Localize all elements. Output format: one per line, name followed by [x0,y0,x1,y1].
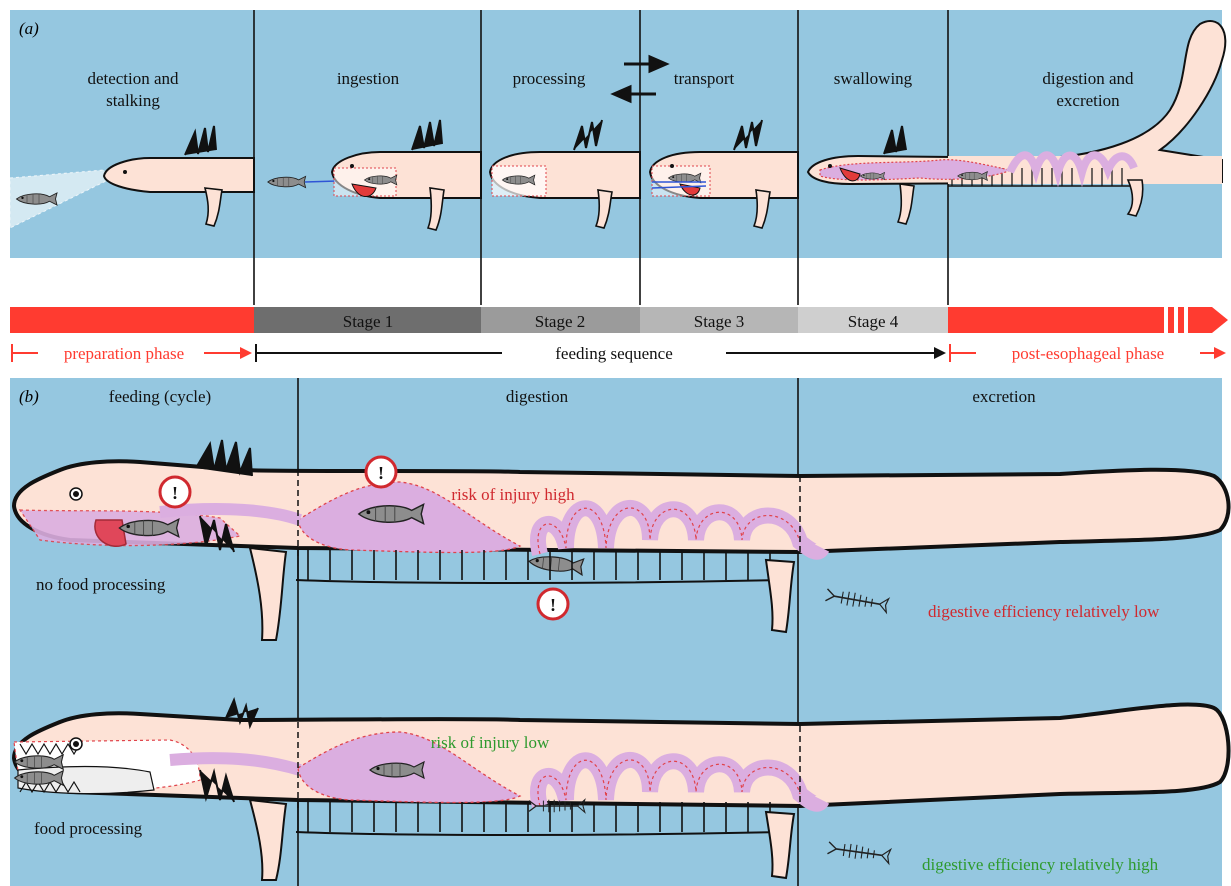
stage-title-digestion-2: excretion [1056,91,1120,110]
stage-title-swallowing: swallowing [834,69,913,88]
preparation-phase-label: preparation phase [64,344,184,363]
header-digestion: digestion [506,387,569,406]
post-esophageal-phase-label: post-esophageal phase [1012,344,1164,363]
efficiency-low-label: digestive efficiency relatively low [928,602,1160,621]
risk-high-label: risk of injury high [451,485,575,504]
warning-glyph: ! [378,463,384,483]
preparation-bar [10,307,254,333]
warning-glyph: ! [550,595,556,615]
panel-a-background [10,10,1222,258]
stage-title-digestion: digestion and [1042,69,1134,88]
stage-title-detection: detection and [87,69,179,88]
warning-icon: ! [538,589,568,619]
warning-icon: ! [366,457,396,487]
feeding-sequence-label: feeding sequence [555,344,673,363]
stage-title-detection-2: stalking [106,91,160,110]
stage-2-label: Stage 2 [535,312,586,331]
header-excretion: excretion [972,387,1036,406]
stage-title-processing: processing [513,69,586,88]
panel-b-label: (b) [19,387,39,406]
panel-a-label: (a) [19,19,39,38]
efficiency-high-label: digestive efficiency relatively high [922,855,1159,874]
stage-1-label: Stage 1 [343,312,394,331]
risk-low-label: risk of injury low [431,733,550,752]
stage-3-label: Stage 3 [694,312,745,331]
header-feeding: feeding (cycle) [109,387,211,406]
row-1-label: no food processing [36,575,166,594]
stage-title-ingestion: ingestion [337,69,400,88]
stage-title-transport: transport [674,69,735,88]
warning-icon: ! [160,477,190,507]
stage-4-label: Stage 4 [848,312,899,331]
row-2-label: food processing [34,819,143,838]
warning-glyph: ! [172,483,178,503]
